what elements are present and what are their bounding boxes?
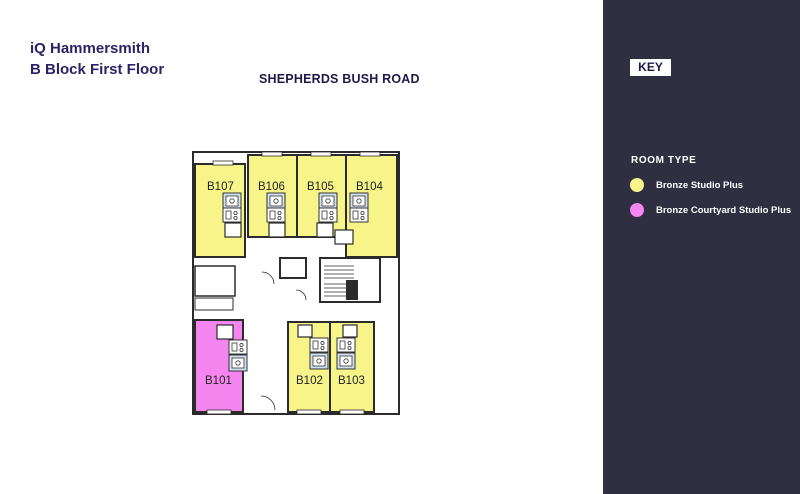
room-label-b101: B101	[205, 375, 232, 387]
legend-swatch-yellow	[630, 178, 644, 192]
legend-label: Bronze Courtyard Studio Plus	[656, 204, 792, 216]
building-name: iQ Hammersmith	[30, 40, 151, 57]
floor-plan: B107 B106 B105 B104 B101 B102 B103	[192, 151, 400, 415]
room-label-b105: B105	[307, 181, 334, 193]
room-label-b104: B104	[356, 181, 383, 193]
room-type-heading: ROOM TYPE	[631, 155, 697, 166]
floor-name: B Block First Floor	[30, 61, 165, 78]
road-label: SHEPHERDS BUSH ROAD	[259, 72, 420, 86]
legend-swatch-pink	[630, 203, 644, 217]
legend-item-bronze-courtyard-studio-plus: Bronze Courtyard Studio Plus	[630, 202, 791, 218]
key-panel: KEY ROOM TYPE Bronze Studio Plus Bronze …	[603, 0, 800, 494]
room-label-b102: B102	[296, 375, 323, 387]
legend-label: Bronze Studio Plus	[656, 179, 744, 191]
key-heading: KEY	[630, 59, 671, 76]
room-label-b106: B106	[258, 181, 285, 193]
room-label-b107: B107	[207, 181, 234, 193]
room-label-b103: B103	[338, 375, 365, 387]
legend-item-bronze-studio-plus: Bronze Studio Plus	[630, 177, 743, 193]
floor-title: iQ Hammersmith B Block First Floor	[30, 38, 164, 80]
